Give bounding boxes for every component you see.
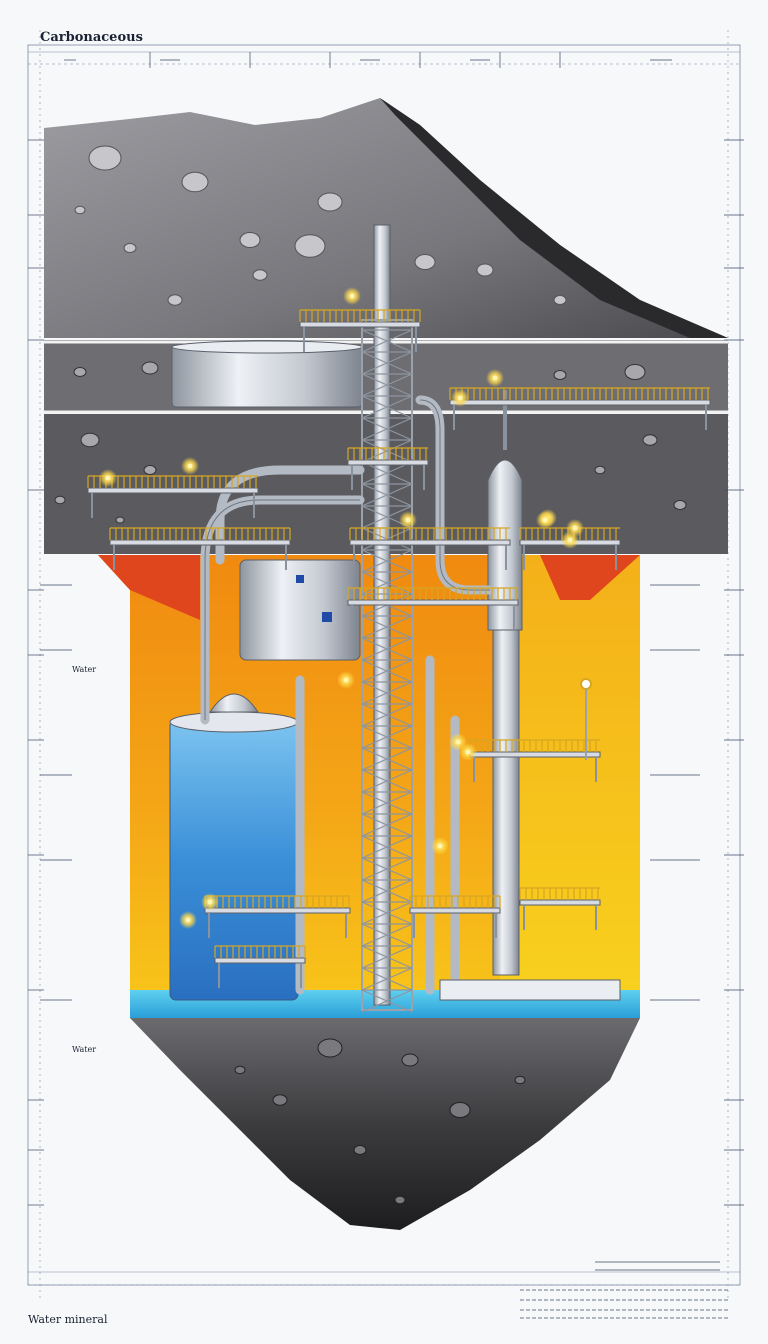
- processing-facility: [87, 224, 711, 1013]
- water-label-lower: Water: [72, 1045, 96, 1054]
- dimension-annotations: [28, 52, 744, 1319]
- footer-title: Water mineral: [28, 1313, 108, 1326]
- diagram-title: Carbonaceous: [40, 30, 143, 45]
- blueprint-grid: [27, 30, 741, 1300]
- asteroid-lower-crust: [130, 1018, 640, 1230]
- water-label-upper: Water: [72, 665, 96, 674]
- asteroid-upper-crust: [44, 98, 728, 338]
